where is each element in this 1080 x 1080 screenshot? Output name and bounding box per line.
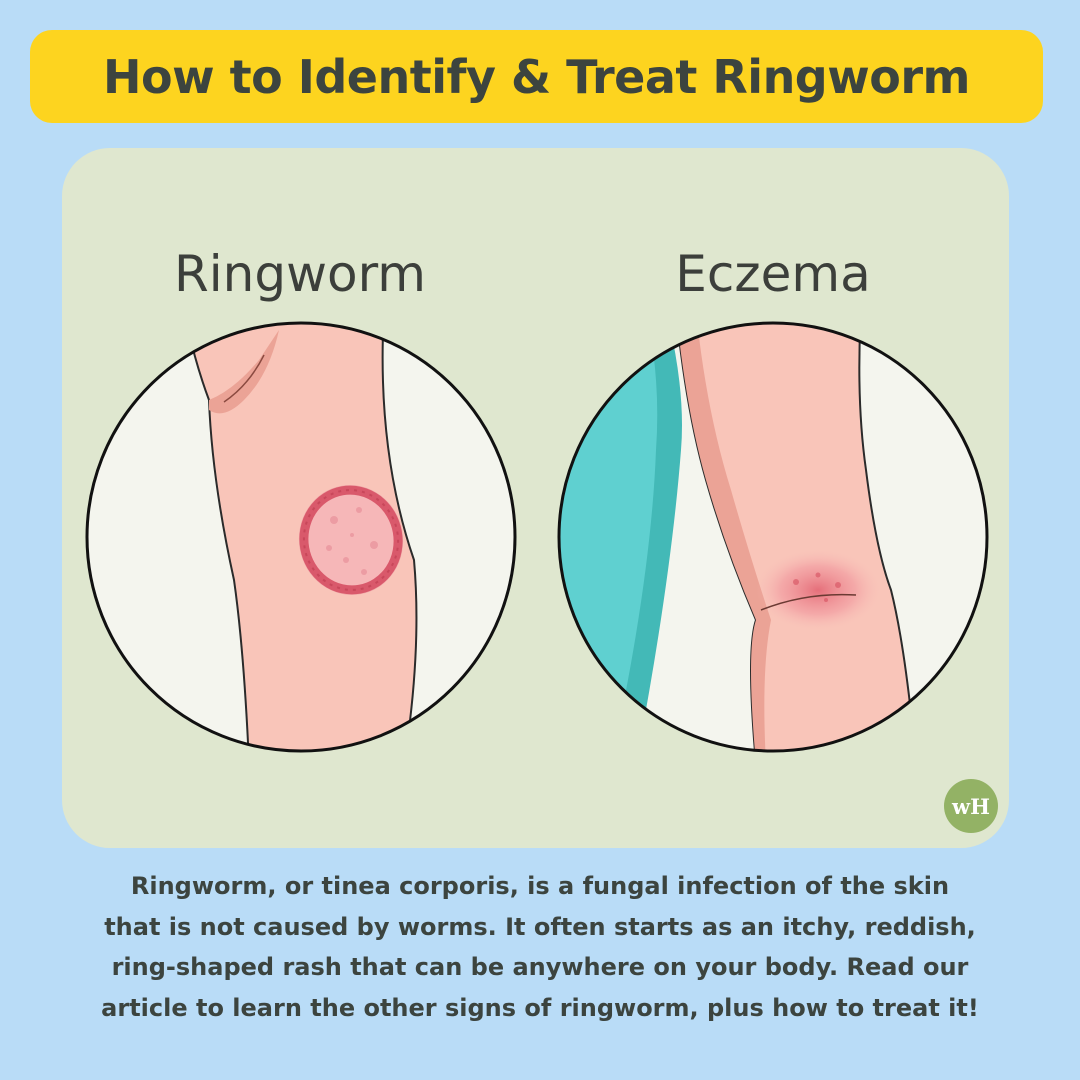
ringworm-label: Ringworm	[174, 245, 426, 303]
arm-ringworm-rash-illustration	[85, 321, 517, 753]
description-line: that is not caused by worms. It often st…	[104, 912, 976, 941]
description-line: article to learn the other signs of ring…	[101, 993, 979, 1022]
description-text: Ringworm, or tinea corporis, is a fungal…	[35, 866, 1045, 1028]
wikihow-logo: wH	[944, 779, 998, 833]
description-line: Ringworm, or tinea corporis, is a fungal…	[130, 872, 950, 900]
elbow-eczema-rash-illustration	[557, 321, 989, 753]
page-title: How to Identify & Treat Ringworm	[103, 49, 970, 104]
title-banner: How to Identify & Treat Ringworm	[30, 30, 1043, 123]
eczema-label: Eczema	[675, 245, 871, 303]
description-line: ring-shaped rash that can be anywhere on…	[111, 953, 969, 981]
